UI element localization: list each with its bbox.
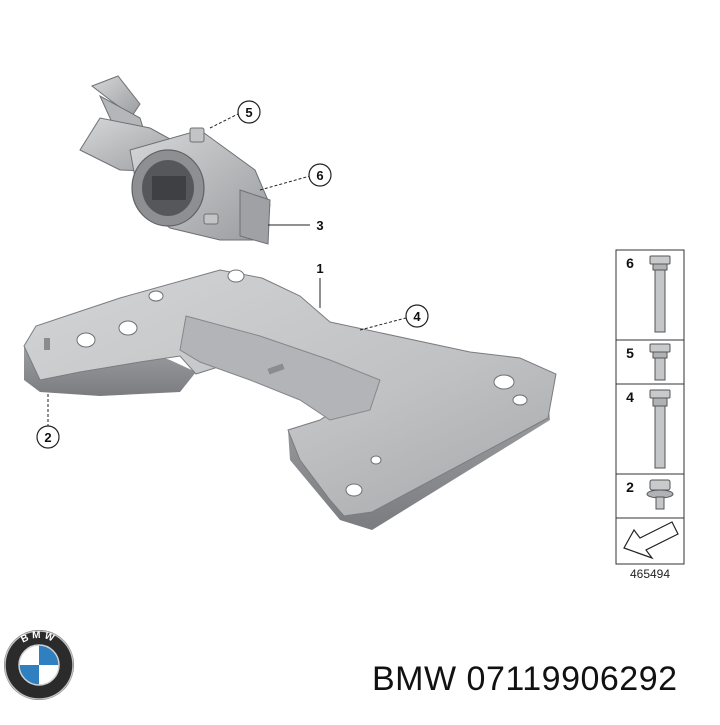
callout-3: 3 — [268, 218, 324, 233]
callout-5: 5 — [209, 100, 261, 129]
bolt-2-icon — [646, 479, 674, 510]
callout-1: 1 — [316, 261, 324, 308]
callout-3-label: 3 — [316, 218, 323, 233]
engine-mount — [79, 75, 271, 245]
logo-letters: BMW — [19, 630, 55, 646]
part-number: 07119906292 — [466, 660, 678, 698]
fastener-5-label: 5 — [626, 345, 634, 361]
callout-2-label: 2 — [44, 430, 51, 445]
bolt-6-icon — [649, 255, 671, 333]
bmw-logo-icon: BMW — [4, 630, 74, 700]
callout-6: 6 — [259, 163, 332, 191]
fastener-panel: 6 5 4 2 465494 — [615, 249, 685, 581]
callout-1-label: 1 — [316, 261, 323, 276]
fastener-2-label: 2 — [626, 479, 634, 495]
callout-2: 2 — [36, 394, 60, 449]
fastener-6-label: 6 — [626, 255, 634, 271]
diagram-id: 465494 — [630, 567, 670, 581]
part-caption: BMW 07119906292 — [372, 660, 678, 699]
callout-4: 4 — [359, 304, 429, 331]
callout-4-label: 4 — [413, 309, 421, 324]
svg-text:BMW: BMW — [19, 630, 58, 646]
brand-name: BMW — [372, 660, 457, 698]
fastener-4-label: 4 — [626, 389, 634, 405]
callout-5-label: 5 — [245, 105, 252, 120]
bolt-4-icon — [649, 389, 671, 469]
callout-6-label: 6 — [316, 168, 323, 183]
transmission-crossmember — [23, 269, 557, 530]
bolt-5-icon — [649, 343, 671, 381]
direction-arrow-icon — [623, 521, 679, 560]
